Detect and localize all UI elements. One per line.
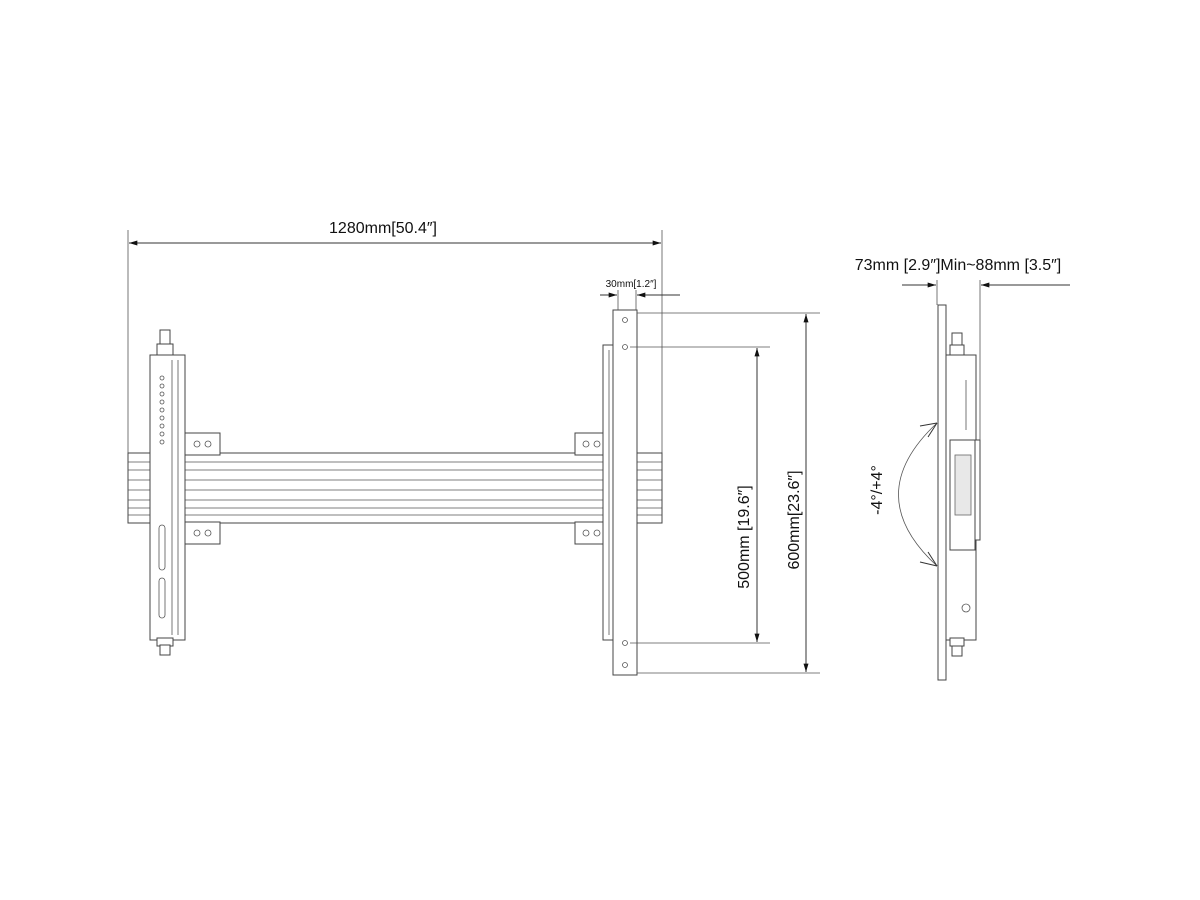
depth-dimension: 73mm [2.9″]Min~88mm [3.5″]	[855, 257, 1070, 440]
tilt-indicator: -4°/+4°	[869, 422, 938, 567]
bracket-width-dimension: 30mm[1.2″]	[600, 279, 680, 310]
tilt-label: -4°/+4°	[869, 465, 886, 515]
front-view	[127, 309, 663, 676]
hole-spacing-dimensions: 500mm [19.6″] 600mm[23.6″]	[630, 312, 820, 674]
horizontal-rail	[127, 452, 663, 524]
inner-spacing-label: 500mm [19.6″]	[736, 485, 753, 589]
overall-width-dimension: 1280mm[50.4″]	[127, 220, 663, 460]
outer-spacing-label: 600mm[23.6″]	[786, 470, 803, 569]
left-vertical-bracket	[149, 329, 186, 656]
depth-label: 73mm [2.9″]Min~88mm [3.5″]	[855, 257, 1062, 274]
side-view	[937, 304, 981, 681]
right-vertical-bracket	[602, 309, 638, 676]
bracket-width-label: 30mm[1.2″]	[606, 279, 657, 290]
overall-width-label: 1280mm[50.4″]	[329, 220, 437, 237]
